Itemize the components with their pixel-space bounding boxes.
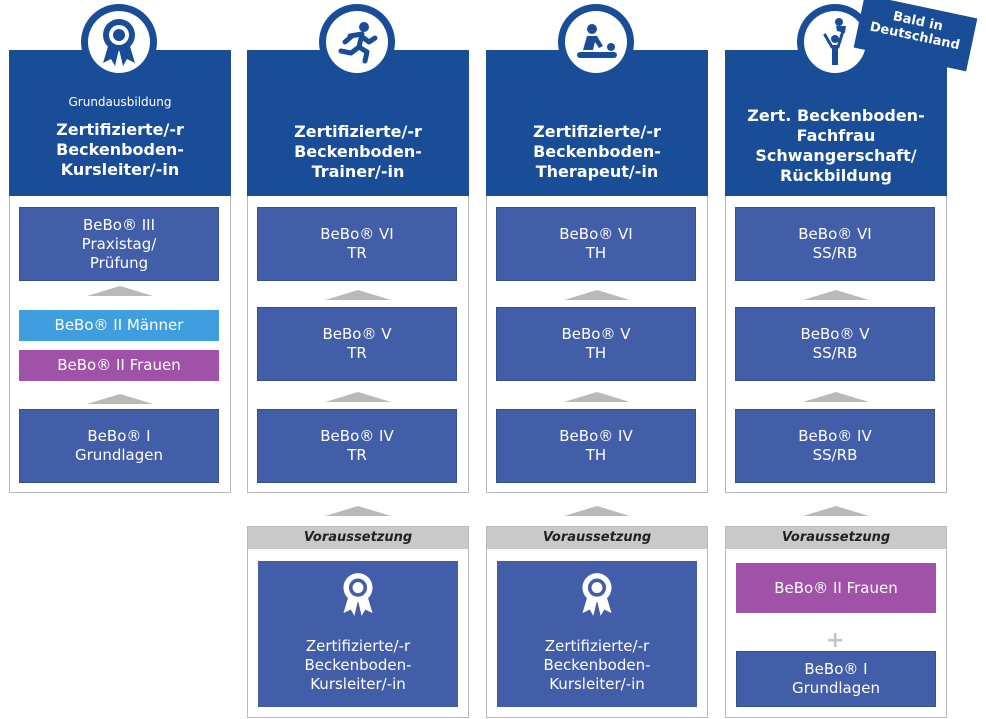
prerequisite-text: Zertifizierte/-r Beckenboden- Kursleiter…	[543, 637, 651, 693]
arrow-up-icon	[803, 290, 869, 300]
prerequisite-panel: Voraussetzung BeBo® II Frauen + BeBo® I …	[725, 526, 947, 718]
prerequisite-label: Voraussetzung	[248, 527, 468, 549]
step-box: BeBo® II Männer	[19, 310, 219, 341]
step-box: BeBo® V TR	[257, 307, 457, 381]
column-title: Zert. Beckenboden- Fachfrau Schwangersch…	[747, 106, 925, 185]
arrow-up-icon	[325, 290, 391, 300]
arrow-up-icon	[564, 290, 630, 300]
column-header: Zertifizierte/-r Beckenboden- Trainer/-i…	[247, 50, 469, 196]
prerequisite-box: BeBo® I Grundlagen	[736, 651, 936, 707]
step-box: BeBo® IV SS/RB	[735, 409, 935, 483]
column-title: Zertifizierte/-r Beckenboden- Kursleiter…	[56, 120, 184, 179]
arrow-up-icon	[564, 392, 630, 402]
column-header: Zert. Beckenboden- Fachfrau Schwangersch…	[725, 50, 947, 196]
column-title: Zertifizierte/-r Beckenboden- Trainer/-i…	[294, 122, 422, 181]
arrow-up-icon	[803, 506, 869, 516]
column-therapeut: Zertifizierte/-r Beckenboden- Therapeut/…	[486, 0, 708, 719]
arrow-up-icon	[803, 392, 869, 402]
step-box: BeBo® V SS/RB	[735, 307, 935, 381]
step-box: BeBo® V TH	[496, 307, 696, 381]
arrow-up-icon	[564, 506, 630, 516]
column-kursleiter: Grundausbildung Zertifizierte/-r Beckenb…	[9, 0, 231, 719]
runner-icon	[319, 4, 395, 80]
prerequisite-text: Zertifizierte/-r Beckenboden- Kursleiter…	[304, 637, 412, 693]
arrow-up-icon	[325, 392, 391, 402]
plus-icon: +	[826, 628, 845, 653]
step-box: BeBo® VI TR	[257, 207, 457, 281]
step-box: BeBo® I Grundlagen	[19, 409, 219, 483]
medal-icon	[582, 573, 612, 616]
arrow-up-icon	[87, 394, 153, 404]
prerequisite-label: Voraussetzung	[726, 527, 946, 549]
massage-icon	[558, 4, 634, 80]
step-box: BeBo® VI SS/RB	[735, 207, 935, 281]
step-box: BeBo® IV TR	[257, 409, 457, 483]
column-fachfrau: Zert. Beckenboden- Fachfrau Schwangersch…	[725, 0, 947, 719]
arrow-up-icon	[325, 506, 391, 516]
medal-icon	[343, 573, 373, 616]
column-header: Zertifizierte/-r Beckenboden- Therapeut/…	[486, 50, 708, 196]
column-trainer: Zertifizierte/-r Beckenboden- Trainer/-i…	[247, 0, 469, 719]
prerequisite-box: BeBo® II Frauen	[736, 563, 936, 613]
step-box: BeBo® II Frauen	[19, 350, 219, 381]
prerequisite-box: Zertifizierte/-r Beckenboden- Kursleiter…	[258, 561, 458, 707]
prerequisite-panel: Voraussetzung Zertifizierte/-r Beckenbod…	[486, 526, 708, 718]
prerequisite-label: Voraussetzung	[487, 527, 707, 549]
step-box: BeBo® VI TH	[496, 207, 696, 281]
step-box: BeBo® IV TH	[496, 409, 696, 483]
column-subtitle: Grundausbildung	[68, 95, 172, 109]
medal-icon	[81, 4, 157, 80]
prerequisite-box: Zertifizierte/-r Beckenboden- Kursleiter…	[497, 561, 697, 707]
prerequisite-panel: Voraussetzung Zertifizierte/-r Beckenbod…	[247, 526, 469, 718]
column-title: Zertifizierte/-r Beckenboden- Therapeut/…	[533, 122, 661, 181]
arrow-up-icon	[87, 286, 153, 296]
step-box: BeBo® III Praxistag/ Prüfung	[19, 207, 219, 281]
